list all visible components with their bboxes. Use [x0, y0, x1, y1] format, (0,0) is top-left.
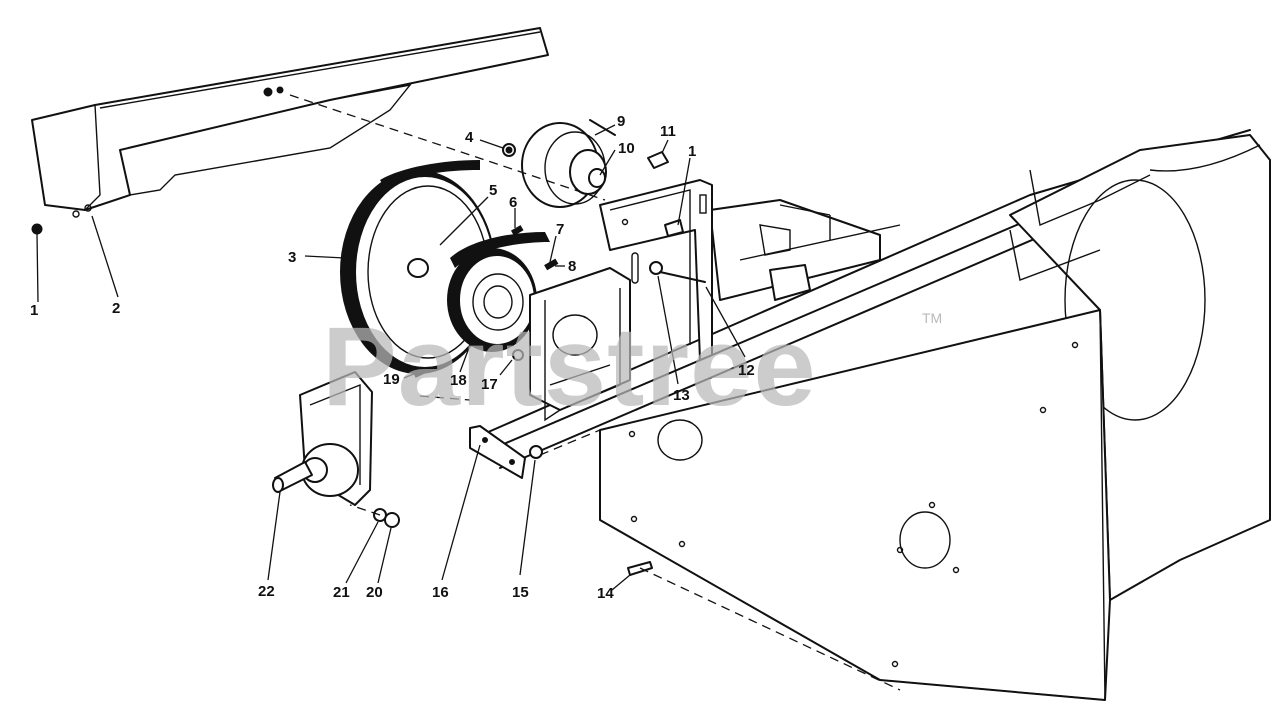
callout-1b: 1 — [688, 143, 696, 160]
callout-19: 19 — [383, 371, 400, 388]
gearbox — [272, 371, 373, 506]
callout-labels: 1 2 3 4 5 6 7 8 9 10 11 1 12 13 14 15 16… — [30, 113, 755, 602]
callout-11: 11 — [660, 123, 676, 140]
leader-lines — [36, 124, 746, 591]
partstree-watermark: Partstree TM — [322, 304, 942, 429]
callout-5: 5 — [489, 182, 497, 199]
idler-bracket — [599, 179, 713, 361]
alignment-lines — [289, 94, 901, 691]
callout-2: 2 — [112, 300, 120, 317]
callout-18: 18 — [450, 372, 467, 389]
watermark-trademark: TM — [922, 310, 942, 326]
watermark-text: Partstree — [322, 304, 817, 429]
drive-pulley — [447, 232, 550, 352]
callout-14: 14 — [597, 585, 614, 602]
callout-6: 6 — [509, 194, 517, 211]
callout-7: 7 — [556, 221, 564, 238]
callout-15: 15 — [512, 584, 529, 601]
callout-9: 9 — [617, 113, 625, 130]
callout-10: 10 — [618, 140, 635, 157]
callout-17: 17 — [481, 376, 498, 393]
belt-cover — [31, 27, 549, 218]
mount-bracket — [529, 267, 631, 422]
callout-4: 4 — [465, 129, 474, 146]
callout-16: 16 — [432, 584, 449, 601]
callout-8: 8 — [568, 258, 576, 275]
callout-22: 22 — [258, 583, 275, 600]
callout-21: 21 — [333, 584, 350, 601]
callout-20: 20 — [366, 584, 383, 601]
auger-housing — [469, 129, 1271, 701]
callout-1a: 1 — [30, 302, 38, 319]
callout-13: 13 — [673, 387, 690, 404]
idler-pulley — [521, 119, 616, 208]
front-bracket — [469, 425, 526, 479]
callout-12: 12 — [738, 362, 755, 379]
callout-3: 3 — [288, 249, 296, 266]
